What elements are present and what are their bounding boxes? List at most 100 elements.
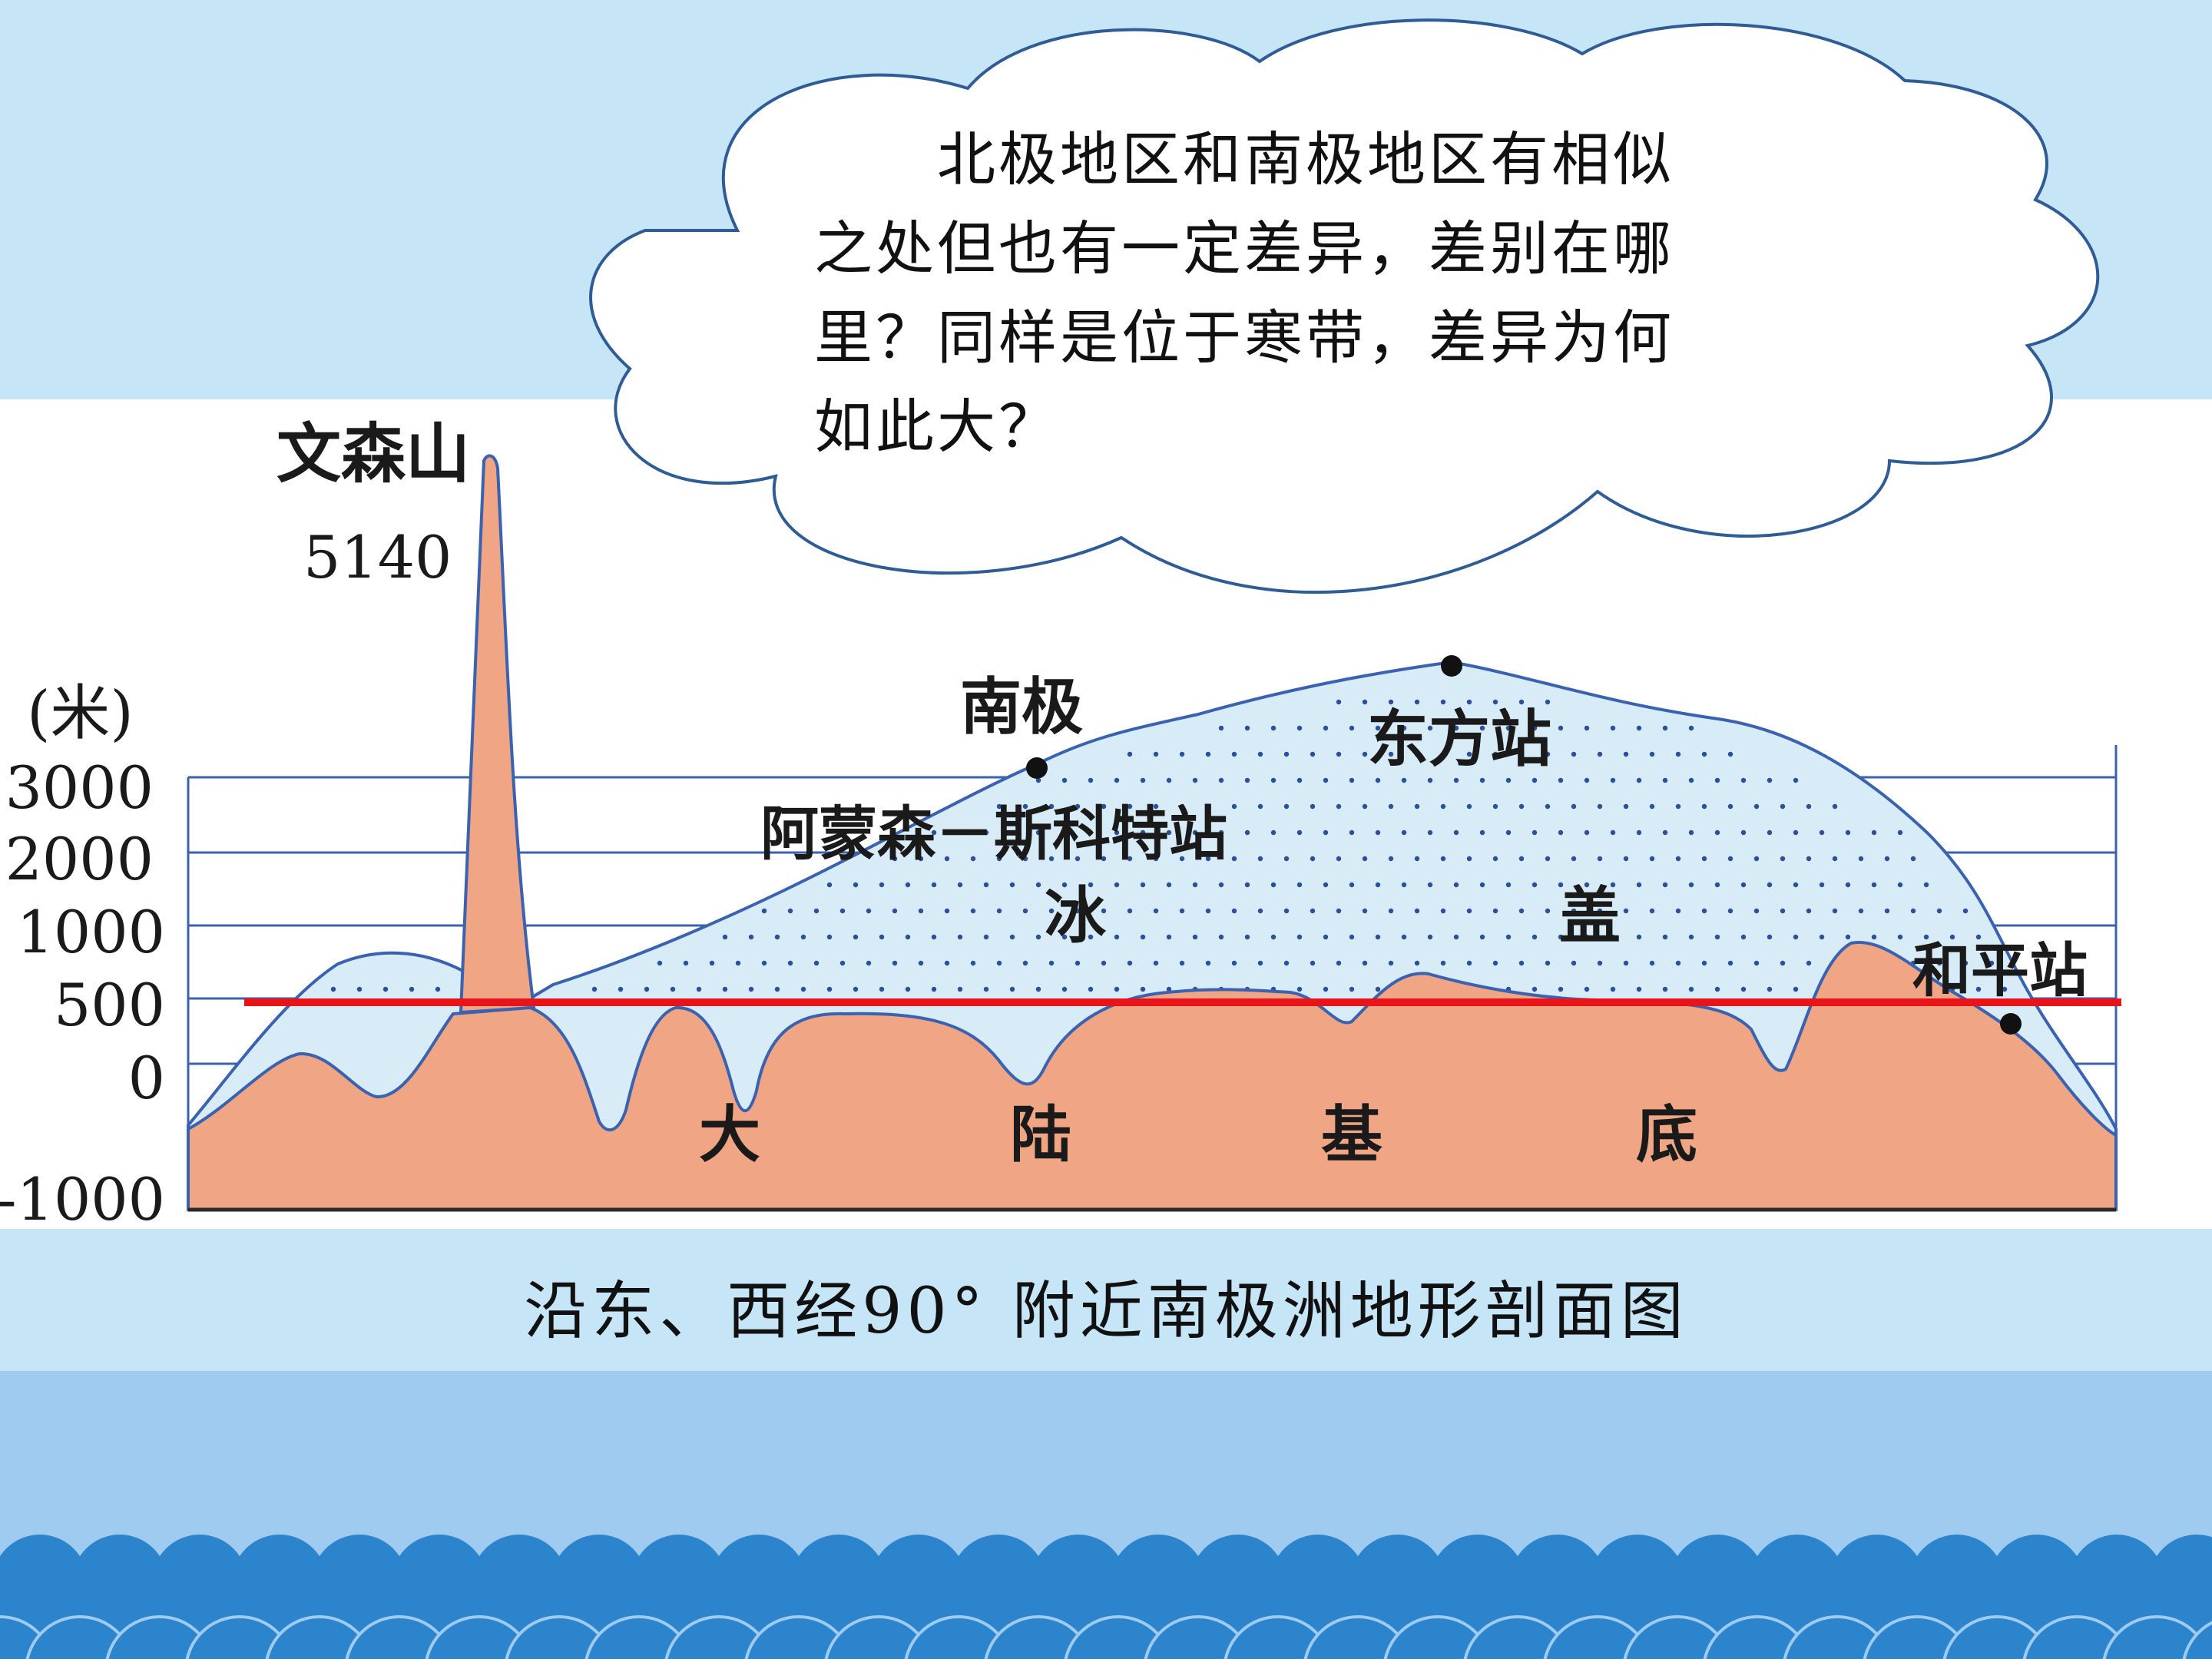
ice-dot bbox=[1649, 960, 1655, 966]
ice-dot bbox=[1166, 934, 1172, 940]
ice-dot bbox=[931, 986, 937, 992]
ice-dot bbox=[1061, 934, 1068, 940]
ice-dot bbox=[1088, 777, 1094, 783]
ice-dot bbox=[787, 960, 793, 966]
ice-dot bbox=[1349, 934, 1355, 940]
ice-dot bbox=[1075, 908, 1081, 914]
ice-dot bbox=[1061, 986, 1068, 992]
ice-dot bbox=[1845, 830, 1851, 836]
ice-label-second: 盖 bbox=[1559, 879, 1621, 952]
ice-dot bbox=[1101, 856, 1107, 862]
ice-dot bbox=[1767, 882, 1773, 888]
scallop bbox=[2022, 1615, 2131, 1659]
scallop bbox=[505, 1615, 614, 1659]
scallop bbox=[1303, 1615, 1412, 1659]
ice-dot bbox=[957, 882, 963, 888]
ice-dot bbox=[1192, 934, 1198, 940]
ice-dot bbox=[1257, 856, 1263, 862]
ice-dot bbox=[1035, 830, 1041, 836]
ice-dot bbox=[657, 960, 663, 966]
ice-dot bbox=[1296, 934, 1303, 940]
ice-dot bbox=[774, 934, 780, 940]
ice-dot bbox=[1323, 934, 1329, 940]
ice-dot bbox=[1414, 803, 1420, 810]
ice-dot bbox=[1048, 803, 1055, 810]
ice-dot bbox=[1375, 934, 1381, 940]
ice-dot bbox=[839, 908, 846, 914]
ice-dot bbox=[1127, 803, 1133, 810]
ice-dot bbox=[1061, 882, 1068, 888]
ice-dot bbox=[1806, 908, 1812, 914]
ice-dot bbox=[1401, 830, 1407, 836]
ice-dot bbox=[1401, 725, 1407, 731]
ice-dot bbox=[892, 908, 898, 914]
ice-dot bbox=[1558, 777, 1564, 783]
scallop bbox=[984, 1615, 1093, 1659]
ice-dot bbox=[1009, 882, 1015, 888]
ice-dot bbox=[591, 986, 598, 992]
ice-dot bbox=[1505, 725, 1512, 731]
ice-dot bbox=[1753, 856, 1760, 862]
ice-dot bbox=[1362, 751, 1368, 757]
ice-dot bbox=[1714, 830, 1720, 836]
ice-dot bbox=[1832, 803, 1838, 810]
ice-dot bbox=[1793, 934, 1799, 940]
ice-dot bbox=[1727, 856, 1734, 862]
ice-dot bbox=[1466, 908, 1472, 914]
ice-dot bbox=[1349, 986, 1355, 992]
ice-dot bbox=[1414, 960, 1420, 966]
ice-dot bbox=[1035, 882, 1041, 888]
ice-dot bbox=[1362, 856, 1368, 862]
ice-dot bbox=[1427, 934, 1433, 940]
ice-dot bbox=[1532, 725, 1538, 731]
y-axis-unit: (米) bbox=[27, 679, 134, 748]
ice-dot bbox=[1597, 908, 1603, 914]
ice-dot bbox=[1584, 934, 1590, 940]
ice-dot bbox=[761, 960, 767, 966]
ice-dot bbox=[1636, 830, 1642, 836]
ice-dot bbox=[983, 830, 989, 836]
ice-dot bbox=[1923, 882, 1929, 888]
ice-dot bbox=[1283, 751, 1290, 757]
scallop bbox=[1703, 1615, 1812, 1659]
ice-dot bbox=[1022, 960, 1028, 966]
ice-dot bbox=[1231, 803, 1237, 810]
ice-dot bbox=[1780, 960, 1786, 966]
ice-dot bbox=[1401, 777, 1407, 783]
ice-dot bbox=[1310, 908, 1316, 914]
ice-dot bbox=[1088, 882, 1094, 888]
ice-dot bbox=[1558, 830, 1564, 836]
ice-dot bbox=[1767, 934, 1773, 940]
ice-dot bbox=[1114, 830, 1120, 836]
ice-dot bbox=[1714, 934, 1720, 940]
scallop bbox=[185, 1615, 294, 1659]
ice-dot bbox=[1218, 830, 1224, 836]
ice-dot bbox=[1075, 856, 1081, 862]
ice-dot bbox=[1936, 960, 1942, 966]
ice-dot bbox=[1179, 960, 1185, 966]
y-tick-1000: 1000 bbox=[17, 898, 165, 966]
ice-dot bbox=[1388, 751, 1394, 757]
cloud-text-line: 里？同样是位于寒带，差异为何 bbox=[814, 303, 1674, 372]
ice-dot bbox=[1623, 751, 1629, 757]
ice-dot bbox=[1205, 751, 1211, 757]
ice-dot bbox=[1571, 908, 1577, 914]
ice-dot bbox=[1727, 960, 1734, 966]
ice-dot bbox=[1257, 803, 1263, 810]
mirny-station-label: 和平站 bbox=[1912, 936, 2088, 1005]
ice-dot bbox=[735, 960, 741, 966]
ice-dot bbox=[1336, 960, 1342, 966]
ice-dot bbox=[1349, 725, 1355, 731]
ice-dot bbox=[1140, 986, 1146, 992]
ice-dot bbox=[866, 908, 872, 914]
ice-dot bbox=[1584, 882, 1590, 888]
ice-dot bbox=[1061, 777, 1068, 783]
ice-dot bbox=[905, 934, 911, 940]
ice-dot bbox=[1819, 882, 1825, 888]
ice-dot bbox=[1571, 856, 1577, 862]
ice-dot bbox=[1114, 934, 1120, 940]
ice-dot bbox=[1740, 934, 1747, 940]
ice-dot bbox=[1440, 751, 1446, 757]
ice-dot bbox=[1101, 908, 1107, 914]
ice-dot bbox=[1545, 803, 1551, 810]
